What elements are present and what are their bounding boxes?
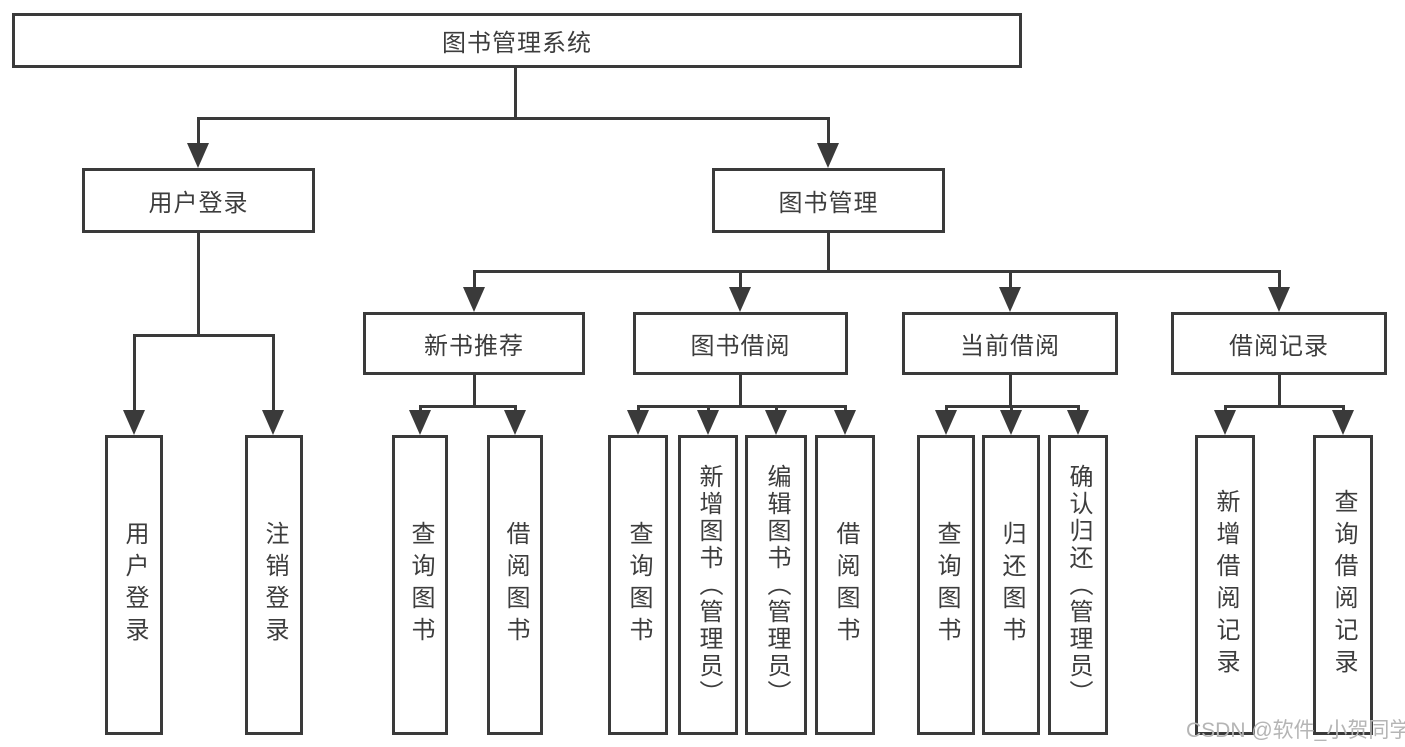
node-current-borrow-label: 当前借阅 — [960, 333, 1060, 360]
leaf-cb-return-books-label: 归还图书 — [998, 521, 1025, 649]
leaf-bb-edit-books: 编辑图书（管理员） — [745, 435, 807, 735]
node-book-borrow-label: 图书借阅 — [690, 333, 791, 360]
arrow-down-icon — [504, 410, 526, 435]
leaf-bb-edit-books-label: 编辑图书（管理员） — [763, 463, 790, 707]
node-root: 图书管理系统 — [12, 13, 1022, 68]
arrow-down-icon — [834, 410, 856, 435]
watermark-text: CSDN @软件_小贺同学 — [1186, 719, 1405, 742]
arrow-down-icon — [935, 410, 957, 435]
connector-line — [827, 117, 830, 147]
leaf-rec-borrow-books-label: 借阅图书 — [502, 521, 529, 649]
connector-line — [473, 375, 476, 408]
arrow-down-icon — [1332, 410, 1354, 435]
connector-line — [197, 117, 200, 147]
node-user-login-label: 用户登录 — [148, 190, 249, 217]
connector-line — [272, 334, 275, 414]
connector-line — [739, 270, 742, 292]
leaf-br-add-record-label: 新增借阅记录 — [1212, 489, 1239, 681]
leaf-cb-confirm-return: 确认归还（管理员） — [1048, 435, 1108, 735]
arrow-down-icon — [765, 410, 787, 435]
arrow-down-icon — [1067, 410, 1089, 435]
connector-line — [1009, 270, 1012, 292]
leaf-cb-confirm-return-label: 确认归还（管理员） — [1065, 463, 1092, 707]
leaf-rec-borrow-books: 借阅图书 — [487, 435, 543, 735]
leaf-logout: 注销登录 — [245, 435, 303, 735]
arrow-down-icon — [463, 287, 485, 312]
arrow-down-icon — [1214, 410, 1236, 435]
leaf-bb-borrow-books-label: 借阅图书 — [832, 521, 859, 649]
arrow-down-icon — [817, 143, 839, 168]
arrow-down-icon — [262, 410, 284, 435]
leaf-br-query-record-label: 查询借阅记录 — [1330, 489, 1357, 681]
node-borrow-record-label: 借阅记录 — [1229, 333, 1329, 360]
connector-line — [514, 68, 517, 118]
node-book-management-label: 图书管理 — [778, 190, 879, 217]
leaf-rec-query-books-label: 查询图书 — [407, 521, 434, 649]
leaf-bb-borrow-books: 借阅图书 — [815, 435, 875, 735]
connector-line — [197, 233, 200, 336]
leaf-bb-query-books: 查询图书 — [608, 435, 668, 735]
connector-line — [133, 334, 136, 414]
arrow-down-icon — [627, 410, 649, 435]
connector-line — [827, 233, 830, 272]
leaf-bb-add-books-label: 新增图书（管理员） — [695, 463, 722, 707]
arrow-down-icon — [123, 410, 145, 435]
leaf-rec-query-books: 查询图书 — [392, 435, 448, 735]
leaf-br-query-record: 查询借阅记录 — [1313, 435, 1373, 735]
leaf-br-add-record: 新增借阅记录 — [1195, 435, 1255, 735]
leaf-user-login: 用户登录 — [105, 435, 163, 735]
connector-line — [1009, 375, 1012, 408]
arrow-down-icon — [187, 143, 209, 168]
connector-line — [945, 405, 1080, 408]
leaf-bb-add-books: 新增图书（管理员） — [678, 435, 738, 735]
arrow-down-icon — [1268, 287, 1290, 312]
arrow-down-icon — [729, 287, 751, 312]
leaf-logout-label: 注销登录 — [261, 521, 288, 649]
connector-line — [637, 405, 847, 408]
arrow-down-icon — [409, 410, 431, 435]
leaf-cb-return-books: 归还图书 — [982, 435, 1040, 735]
connector-line — [1278, 270, 1281, 292]
connector-line — [197, 117, 830, 120]
node-user-login: 用户登录 — [82, 168, 315, 233]
connector-line — [473, 270, 476, 292]
arrow-down-icon — [697, 410, 719, 435]
node-book-management: 图书管理 — [712, 168, 945, 233]
leaf-cb-query-books-label: 查询图书 — [933, 521, 960, 649]
node-borrow-record: 借阅记录 — [1171, 312, 1387, 375]
arrow-down-icon — [999, 287, 1021, 312]
connector-line — [133, 334, 275, 337]
leaf-user-login-label: 用户登录 — [121, 521, 148, 649]
connector-line — [419, 405, 517, 408]
node-book-borrow: 图书借阅 — [633, 312, 848, 375]
connector-line — [739, 375, 742, 408]
node-current-borrow: 当前借阅 — [902, 312, 1118, 375]
leaf-bb-query-books-label: 查询图书 — [625, 521, 652, 649]
connector-line — [1224, 405, 1345, 408]
node-new-book-recommend-label: 新书推荐 — [424, 333, 524, 360]
node-new-book-recommend: 新书推荐 — [363, 312, 585, 375]
leaf-cb-query-books: 查询图书 — [917, 435, 975, 735]
node-root-label: 图书管理系统 — [442, 30, 592, 57]
connector-line — [1278, 375, 1281, 408]
arrow-down-icon — [1000, 410, 1022, 435]
connector-line — [473, 270, 1281, 273]
